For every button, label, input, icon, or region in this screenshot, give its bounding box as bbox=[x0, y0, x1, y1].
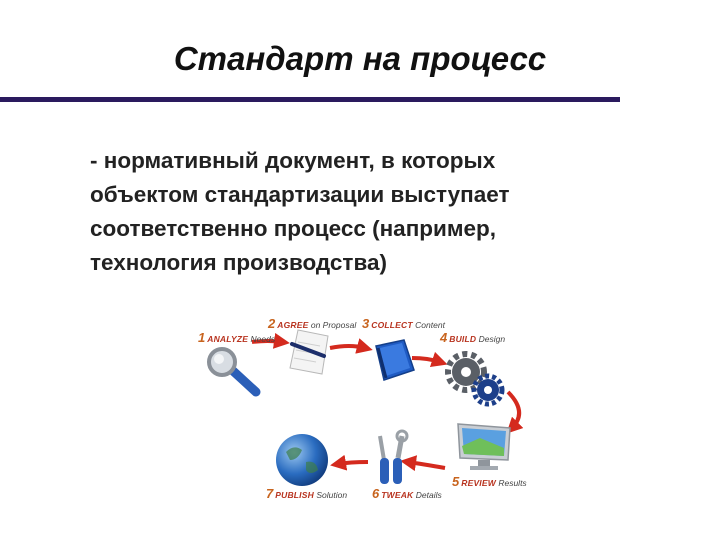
pen-paper-icon bbox=[289, 329, 329, 375]
definition-line: технология производства) bbox=[90, 250, 387, 275]
arrow-5-6 bbox=[400, 455, 446, 472]
slide-title: Стандарт на процесс bbox=[173, 40, 547, 77]
arrow-2-3 bbox=[329, 338, 373, 354]
process-arrows bbox=[251, 332, 524, 472]
definition-line: объектом стандартизации выступает bbox=[90, 182, 510, 207]
gears-icon bbox=[445, 351, 505, 407]
arrow-4-5 bbox=[506, 390, 524, 434]
definition-text: - нормативный документ, в которых объект… bbox=[90, 144, 650, 280]
definition-line: - нормативный документ, в которых bbox=[90, 148, 496, 173]
globe-icon bbox=[276, 434, 328, 486]
title-divider bbox=[0, 97, 620, 102]
tools-icon bbox=[378, 429, 409, 484]
arrow-6-7 bbox=[330, 454, 369, 471]
monitor-icon bbox=[457, 423, 511, 470]
definition-line: соответственно процесс (например, bbox=[90, 216, 497, 241]
binder-icon bbox=[375, 339, 415, 381]
arrow-1-2 bbox=[251, 332, 290, 349]
arrow-3-4 bbox=[411, 351, 448, 368]
magnifier-icon bbox=[207, 347, 261, 397]
